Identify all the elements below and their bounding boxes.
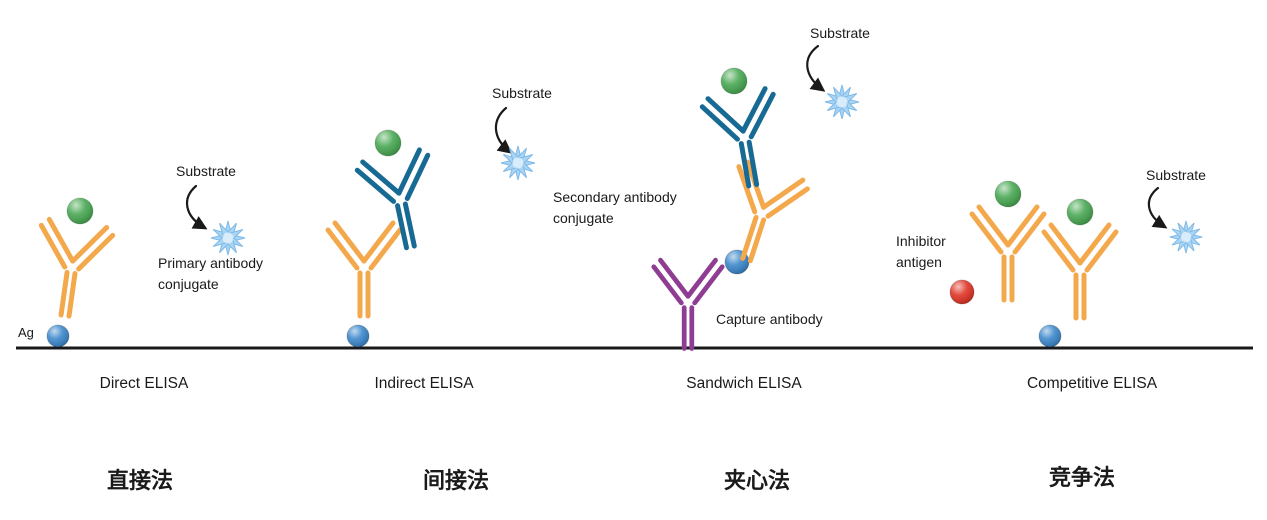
conjugate-label-line1: Secondary antibody bbox=[553, 189, 677, 205]
substrate-arrow-icon bbox=[1147, 186, 1168, 229]
panel-title-zh: 夹心法 bbox=[724, 468, 790, 493]
substrate-burst-icon bbox=[495, 140, 541, 186]
detection-antibody-icon bbox=[712, 160, 809, 271]
antigen-dot bbox=[1038, 324, 1062, 348]
panel-title-zh: 间接法 bbox=[423, 468, 489, 493]
substrate-label: Substrate bbox=[1146, 167, 1206, 183]
antigen-label: Ag bbox=[18, 325, 34, 340]
enzyme-dot bbox=[66, 197, 94, 225]
conjugate-label-line2: conjugate bbox=[553, 210, 614, 226]
conjugate-label-line2: conjugate bbox=[158, 276, 219, 292]
panel-title: Sandwich ELISA bbox=[686, 375, 802, 392]
inhibitor-label-line1: Inhibitor bbox=[896, 233, 946, 249]
substrate-arrow-icon bbox=[494, 106, 513, 154]
inhibitor-antigen-dot bbox=[949, 279, 975, 305]
antigen-dot bbox=[346, 324, 370, 348]
substrate-burst-icon bbox=[819, 79, 865, 125]
substrate-burst-icon bbox=[1164, 215, 1208, 259]
secondary-antibody-icon bbox=[356, 148, 446, 254]
conjugate-label-line1: Primary antibody bbox=[158, 255, 263, 271]
substrate-label: Substrate bbox=[492, 85, 552, 101]
substrate-arrow-icon bbox=[186, 184, 208, 230]
enzyme-dot bbox=[374, 129, 402, 157]
substrate-arrow-icon bbox=[806, 44, 826, 92]
panel-sandwich-elisa: Substrate Capture antibody Sandwich ELIS… bbox=[654, 25, 870, 493]
enzyme-dot bbox=[1066, 198, 1094, 226]
primary-antibody-icon bbox=[29, 218, 113, 320]
bound-antibody-icon bbox=[1044, 225, 1116, 318]
secondary-antibody-icon bbox=[701, 87, 788, 191]
panel-title-zh: 直接法 bbox=[107, 468, 173, 493]
primary-antibody-icon bbox=[328, 223, 400, 316]
capture-antibody-label: Capture antibody bbox=[716, 311, 823, 327]
enzyme-dot bbox=[720, 67, 748, 95]
panel-title: Competitive ELISA bbox=[1027, 375, 1158, 392]
antigen-dot bbox=[46, 324, 70, 348]
panel-title-zh: 竞争法 bbox=[1049, 465, 1115, 490]
panel-indirect-elisa: Substrate Secondary antibody conjugate I… bbox=[328, 85, 677, 493]
panel-competitive-elisa: Inhibitor antigen Substrate Competitive … bbox=[896, 167, 1208, 490]
substrate-label: Substrate bbox=[810, 25, 870, 41]
panel-title: Indirect ELISA bbox=[374, 375, 474, 392]
free-antibody-icon bbox=[972, 207, 1044, 300]
enzyme-dot bbox=[994, 180, 1022, 208]
substrate-label: Substrate bbox=[176, 163, 236, 179]
inhibitor-label-line2: antigen bbox=[896, 254, 942, 270]
panel-direct-elisa: Ag Substrate Primary antibody conjugate … bbox=[18, 163, 263, 493]
panel-title: Direct ELISA bbox=[100, 375, 189, 392]
capture-antibody-icon bbox=[654, 260, 722, 348]
